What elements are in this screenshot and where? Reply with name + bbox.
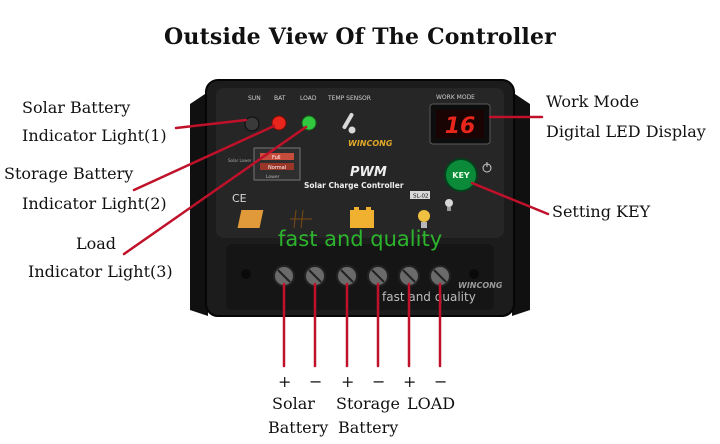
work-mode-label: WORK MODE (436, 94, 475, 101)
led-digits: 16 (445, 114, 476, 139)
brand-name-bottom: WINCONG (458, 281, 503, 290)
battery-full-bar (260, 153, 294, 160)
device-subtitle: Solar Charge Controller (304, 181, 404, 190)
bulb-icon (418, 210, 430, 228)
thermometer-icon (342, 112, 356, 134)
small-bulb-icon (445, 199, 453, 211)
setting-key-text: KEY (452, 171, 470, 180)
storage-indicator-led (271, 115, 287, 131)
led-screen (436, 110, 484, 138)
temp-sensor-label: TEMP SENSOR (327, 95, 371, 102)
load-indicator-label-line1: Load (76, 234, 117, 253)
storage-positive-sign: + (341, 372, 355, 391)
setting-key-label: Setting KEY (552, 202, 651, 221)
pwm-label: PWM (350, 165, 387, 180)
terminal-screw-storage-negative (367, 265, 389, 287)
storage-terminal-label-line1: Storage (336, 394, 400, 413)
solar-indicator-led (244, 116, 260, 132)
work-mode-label-line2: Digital LED Display (546, 122, 706, 141)
mounting-hole-right (469, 269, 479, 279)
load-positive-sign: + (403, 372, 417, 391)
load-terminal-label: LOAD (407, 394, 456, 413)
battery-normal-bar (260, 163, 294, 170)
bat-label: BAT (274, 95, 286, 102)
storage-indicator-label-line1: Storage Battery (4, 164, 134, 183)
leader-storage-indicator (132, 124, 276, 192)
solar-terminal-label-line2: Battery (268, 418, 329, 437)
model-badge (410, 191, 430, 199)
storage-negative-sign: − (372, 372, 386, 391)
solar-indicator-label-line2: Indicator Light(1) (22, 126, 167, 145)
sun-label: SUN (248, 95, 261, 102)
work-mode-label-line1: Work Mode (546, 92, 640, 111)
solar-positive-sign: + (278, 372, 292, 391)
battery-lower-text: Lower (266, 174, 280, 180)
storage-terminal-label-line2: Battery (338, 418, 399, 437)
storage-indicator-label-line2: Indicator Light(2) (22, 194, 167, 213)
leader-solar-indicator (174, 118, 248, 130)
power-icon (482, 162, 492, 173)
load-indicator-label-line2: Indicator Light(3) (28, 262, 173, 281)
solar-indicator-label-line1: Solar Battery (22, 98, 131, 117)
terminal-screw-load-positive (398, 265, 420, 287)
solar-terminal-label-line1: Solar (272, 394, 315, 413)
watermark-text: fast and quality (278, 227, 442, 251)
leader-lines (122, 115, 550, 368)
battery-icon (350, 207, 374, 228)
ce-mark: CE (232, 192, 247, 205)
load-label: LOAD (300, 95, 317, 102)
battery-normal-text: Normal (268, 165, 286, 171)
mounting-hole-left (241, 269, 251, 279)
load-negative-sign: − (434, 372, 448, 391)
solar-negative-sign: − (309, 372, 323, 391)
watermark-text-bottom: fast and quality (382, 290, 476, 304)
page-title: Outside View Of The Controller (164, 24, 556, 50)
solar-panel-icon (237, 209, 312, 229)
setting-key-button[interactable] (444, 158, 478, 192)
left-flange (190, 92, 208, 316)
battery-full-text: Full (272, 155, 281, 161)
terminal-strip (226, 244, 494, 310)
brand-name: WINCONG (348, 139, 393, 148)
leader-setting-key (470, 181, 550, 216)
terminal-screw-storage-positive (336, 265, 358, 287)
solar-lower-text: Solar Lower (228, 158, 252, 163)
leader-load-indicator (122, 125, 308, 256)
model-text: SL-02 (413, 194, 428, 200)
